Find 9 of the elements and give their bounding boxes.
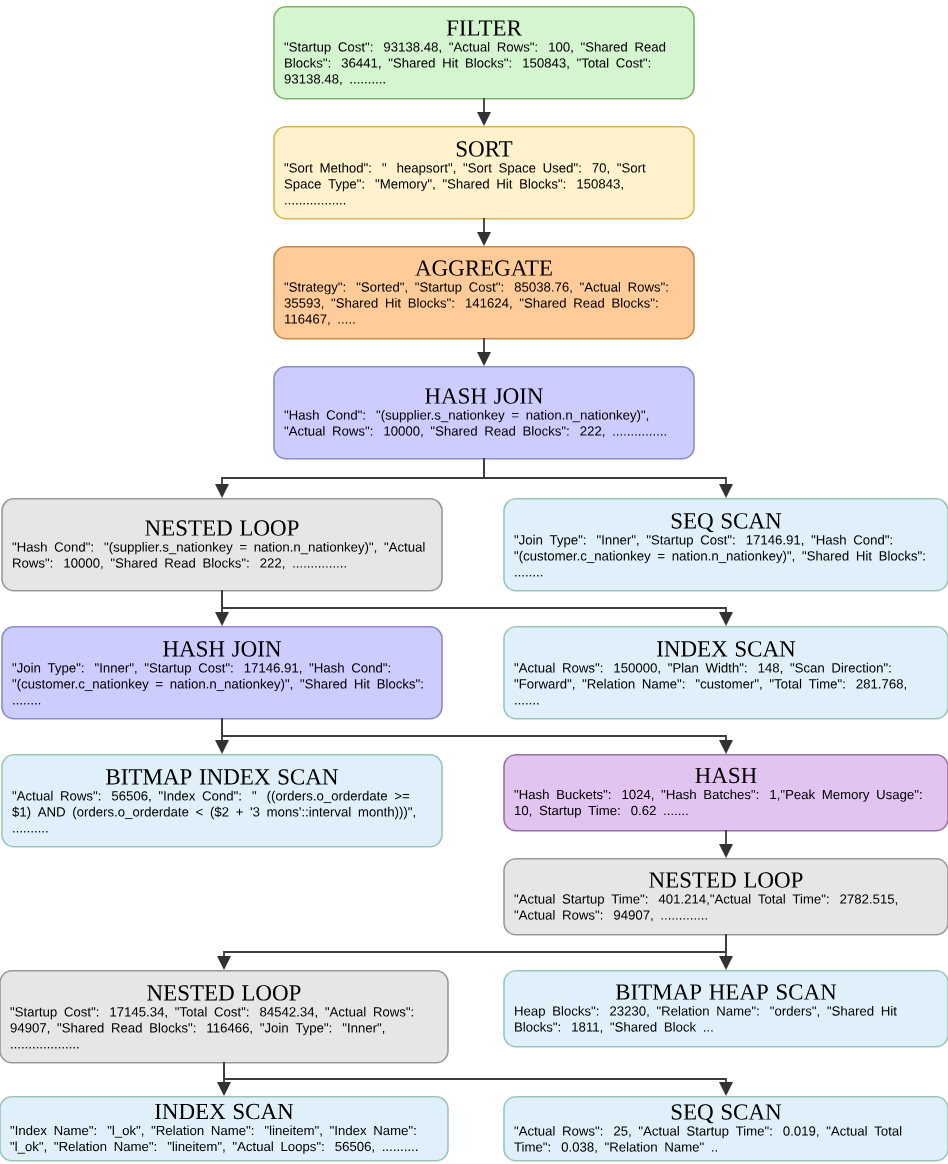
arrow (477, 97, 491, 126)
arrow (719, 933, 733, 970)
arrow (477, 217, 491, 246)
arrow (221, 717, 733, 754)
arrow (483, 457, 733, 498)
arrow (719, 829, 733, 858)
arrow (477, 337, 491, 366)
arrow (223, 1061, 733, 1096)
arrow (221, 589, 733, 626)
